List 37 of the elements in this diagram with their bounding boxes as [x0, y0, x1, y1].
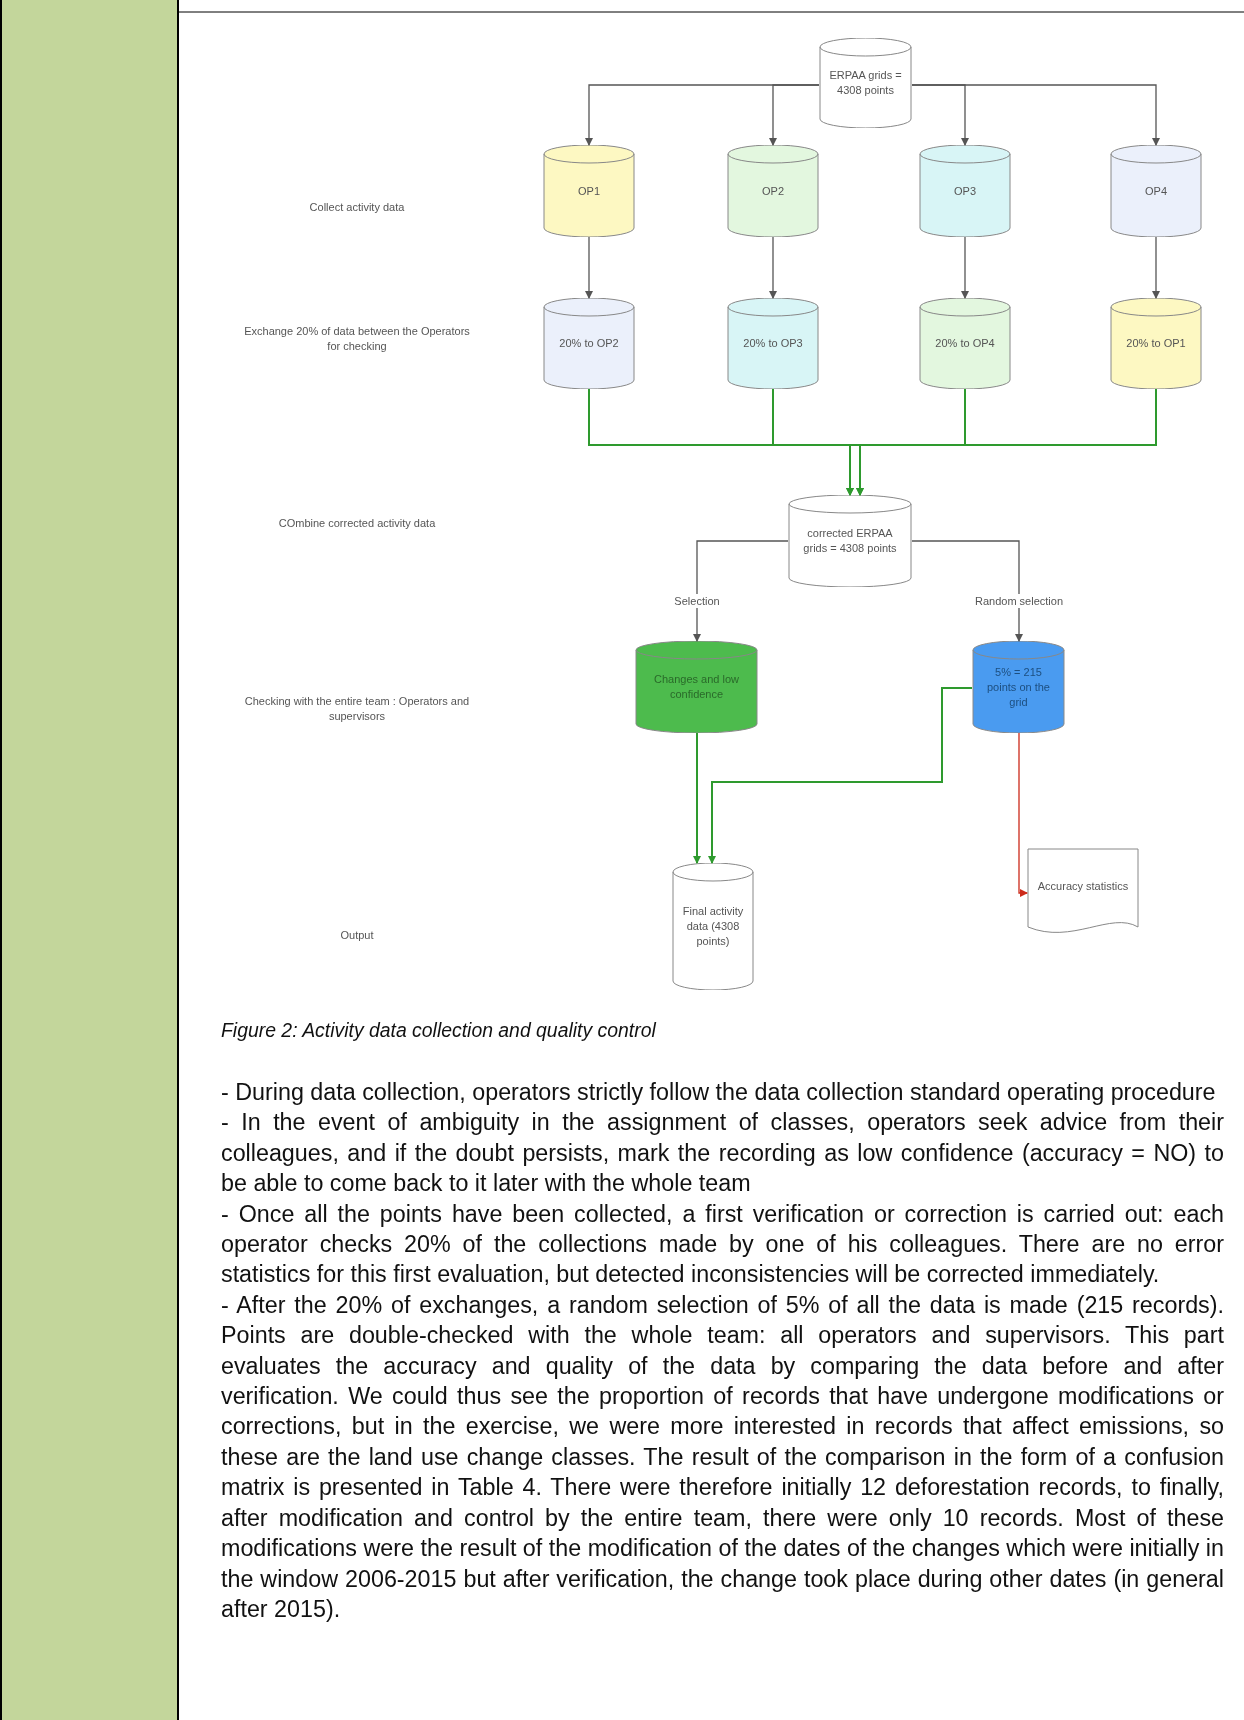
figure-caption: Figure 2: Activity data collection and quality control: [221, 1019, 656, 1042]
arrow: [708, 687, 973, 864]
arrow: [693, 732, 701, 864]
arrow: [856, 388, 966, 496]
node-label: Changes and low confidence: [653, 672, 740, 702]
node-label: 20% to OP1: [1125, 336, 1187, 351]
node-label: corrected ERPAA grids = 4308 points: [802, 526, 898, 556]
node-label: OP1: [577, 183, 601, 199]
node-label: OP3: [953, 183, 977, 199]
node-label: OP2: [761, 183, 785, 199]
node-label: Accuracy statistics: [1036, 879, 1130, 894]
row-label: Exchange 20% of data between the Operators for checking: [243, 324, 471, 354]
node-label: 20% to OP4: [934, 336, 996, 351]
row-label: Checking with the entire team : Operators and supervisors: [243, 694, 471, 724]
node-label: Final activity data (4308 points): [681, 904, 745, 949]
arrow: [846, 388, 1157, 496]
node-label: 20% to OP2: [558, 336, 620, 351]
row-label: COmbine corrected activity data: [277, 516, 437, 531]
arrow: [911, 84, 1160, 146]
arrow: [585, 236, 593, 299]
paragraph: - After the 20% of exchanges, a random selection of 5% of all the data is made (215 records). Points are double-checked with the whole team: all operators and supervisors. This part evaluates the accuracy and quality of the data by comparing the data before and after verification. We could thus see the proportion of records that have undergone modifications or corrections, but in the exercise, we were more interested in records that affect emissions, so these are the land use change classes. The result of the comparison in the form of a confusion matrix is presented in Table 4. There were therefore initially 12 deforestation records, to finally, after modification and control by the entire team, there were only 10 records. Most of these modifications were the result of the modification of the dates of the changes which were initially in the window 2006-2015 but after verification, the change took place during other dates (in general after 2015).: [221, 1290, 1224, 1624]
arrow: [911, 540, 1023, 642]
paragraph: - In the event of ambiguity in the assignment of classes, operators seek advice from their colleagues, and if the doubt persists, mark the recording as low confidence (accuracy = NO) to be able to come back to it later with the whole team: [221, 1108, 1224, 1199]
arrow: [769, 84, 820, 146]
node-label: OP4: [1144, 183, 1168, 199]
arrow: [693, 540, 789, 642]
row-label: Collect activity data: [308, 200, 406, 215]
arrow: [769, 236, 777, 299]
paragraph: - During data collection, operators strictly follow the data collection standard operating procedure: [221, 1078, 1217, 1107]
node-label: 5% = 215 points on the grid: [986, 664, 1051, 710]
arrow: [1018, 732, 1028, 897]
row-label: Output: [339, 928, 375, 943]
node-label: 20% to OP3: [742, 336, 804, 351]
arrow: [961, 236, 969, 299]
arrow: [1152, 236, 1160, 299]
paragraph: - Once all the points have been collected, a first verification or correction is carried out: each operator checks 20% of the collections made by one of his colleagues. There are no error statistics for this first evaluation, but detected inconsistencies will be corrected immediately.: [221, 1199, 1224, 1290]
node-label: ERPAA grids = 4308 points: [828, 68, 903, 98]
